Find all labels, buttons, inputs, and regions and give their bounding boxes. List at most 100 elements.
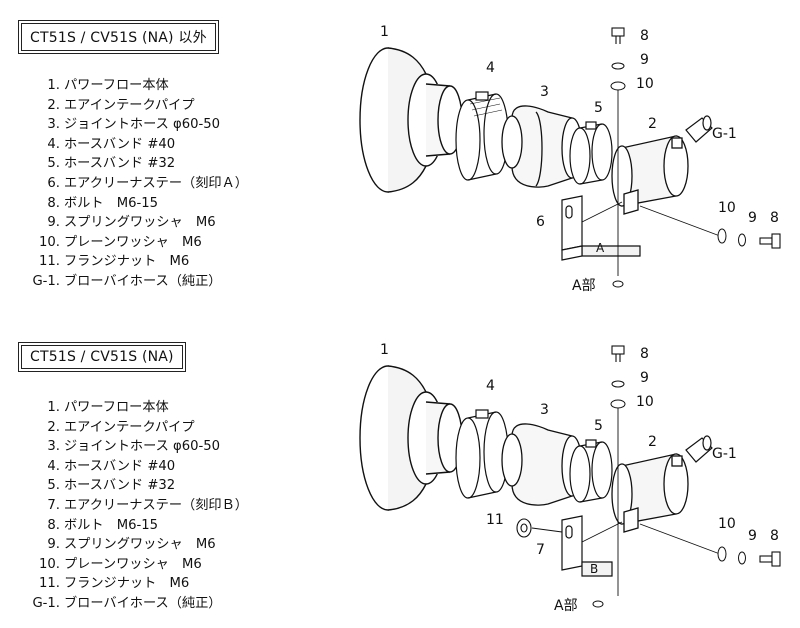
parts-list-item: 5.ホースバンド #32	[0, 476, 300, 496]
part-number: 4.	[47, 136, 60, 152]
callout-7: 7	[536, 542, 545, 558]
callout-8b: 8	[770, 210, 779, 226]
part-name: プレーンワッシャ M6	[64, 556, 202, 572]
air-intake-pipe	[611, 453, 689, 533]
part-number: 5.	[47, 478, 60, 494]
parts-list-item: 1. パワーフロー本体	[0, 76, 300, 96]
exploded-diagram: 1 4 3 5	[359, 342, 781, 614]
callout-9b: 9	[748, 528, 757, 544]
spring-washer-upper	[611, 380, 625, 388]
part-name: ブローバイホース（純正）	[64, 273, 222, 289]
a-part-label: A部	[554, 598, 578, 614]
part-number: 11.	[39, 254, 60, 270]
parts-list: 1.パワーフロー本体 2.エアインテークパイプ 3.ジョイントホース φ60-5…	[0, 398, 300, 614]
parts-list-item: G-1.ブローバイホース（純正）	[0, 272, 300, 292]
callout-5: 5	[594, 418, 603, 434]
parts-list-item: 2.エアインテークパイプ	[0, 96, 300, 116]
parts-list-item: 6.エアクリーナステー（刻印Ａ）	[0, 174, 300, 194]
parts-list-item: 4.ホースバンド #40	[0, 135, 300, 155]
part-number: 3.	[47, 117, 60, 133]
exploded-diagram: 1 4 3 5	[359, 24, 781, 294]
part-number: 9.	[47, 215, 60, 231]
parts-list-item: 9.スプリングワッシャ M6	[0, 535, 300, 555]
power-flow-body	[359, 47, 463, 193]
part-number: 2.	[47, 419, 60, 435]
part-number: 10.	[39, 234, 60, 250]
part-name: エアクリーナステー（刻印Ａ）	[64, 175, 248, 191]
hose-band-32	[569, 439, 613, 503]
part-number: G-1.	[32, 273, 60, 289]
nut-marker	[592, 600, 604, 608]
part-name: ブローバイホース（純正）	[64, 595, 222, 611]
plain-washer-side	[717, 228, 727, 244]
part-number: 8.	[47, 517, 60, 533]
callout-10b: 10	[718, 200, 736, 216]
blowby-hose	[685, 435, 713, 463]
model-title: CT51S / CV51S (NA) 以外	[21, 23, 216, 51]
part-name: ボルト M6-15	[64, 195, 159, 211]
callout-4: 4	[486, 60, 495, 76]
part-number: 11.	[39, 576, 60, 592]
callout-4: 4	[486, 378, 495, 394]
parts-list-item: 3.ジョイントホース φ60-50	[0, 437, 300, 457]
part-name: ホースバンド #40	[64, 136, 176, 152]
part-name: エアクリーナステー（刻印Ｂ）	[64, 497, 248, 513]
part-name: ボルト M6-15	[64, 517, 159, 533]
callout-10a: 10	[636, 394, 654, 410]
hose-band-40	[455, 409, 509, 499]
part-number: 1.	[47, 78, 60, 93]
bolt-upper	[611, 345, 625, 362]
part-name: ホースバンド #32	[64, 478, 176, 494]
callout-2: 2	[648, 116, 657, 132]
part-number: G-1.	[32, 595, 60, 611]
hose-band-32	[569, 121, 613, 185]
plain-washer-side	[717, 546, 727, 562]
parts-panel-top: CT51S / CV51S (NA) 以外 1. パワーフロー本体 2.エアインテ…	[0, 20, 781, 294]
parts-list-item: 11.フランジナット M6	[0, 252, 300, 272]
part-name: ホースバンド #32	[64, 156, 176, 172]
parts-list-item: 2.エアインテークパイプ	[0, 418, 300, 438]
part-name: フランジナット M6	[64, 254, 190, 270]
callout-11: 11	[486, 512, 504, 528]
parts-list-item: 10.プレーンワッシャ M6	[0, 233, 300, 253]
stamp-mark: A	[596, 241, 605, 255]
model-title-box: CT51S / CV51S (NA)	[18, 342, 186, 372]
part-number: 6.	[47, 175, 60, 191]
bolt-upper	[611, 27, 625, 44]
parts-list-item: 8.ボルト M6-15	[0, 516, 300, 536]
parts-panel-bottom: CT51S / CV51S (NA) 1.パワーフロー本体 2.エアインテークパ…	[0, 314, 800, 628]
guide-line-horizontal	[639, 523, 721, 555]
plain-washer-upper	[610, 399, 626, 409]
part-name: プレーンワッシャ M6	[64, 234, 202, 250]
parts-list: 1. パワーフロー本体 2.エアインテークパイプ 3.ジョイントホース φ60-5…	[0, 76, 300, 292]
callout-3: 3	[540, 84, 549, 100]
callout-3: 3	[540, 402, 549, 418]
parts-list-item: 8.ボルト M6-15	[0, 194, 300, 214]
callout-10b: 10	[718, 516, 736, 532]
model-title: CT51S / CV51S (NA)	[21, 345, 183, 369]
guide-line-horizontal	[639, 205, 721, 237]
callout-5: 5	[594, 100, 603, 116]
callout-10a: 10	[636, 76, 654, 92]
a-part-label: A部	[572, 278, 596, 294]
part-number: 2.	[47, 97, 60, 113]
callout-8a: 8	[640, 28, 649, 44]
callout-9a: 9	[640, 52, 649, 68]
nut-marker	[612, 280, 624, 288]
callout-9a: 9	[640, 370, 649, 386]
callout-2: 2	[648, 434, 657, 450]
spring-washer-side	[738, 551, 746, 565]
parts-list-item: G-1.ブローバイホース（純正）	[0, 594, 300, 614]
parts-list-item: 1.パワーフロー本体	[0, 398, 300, 418]
callout-1: 1	[380, 342, 389, 358]
hose-band-40	[455, 91, 509, 181]
flange-nut	[516, 518, 532, 538]
part-name: パワーフロー本体	[64, 78, 169, 93]
power-flow-body	[359, 365, 463, 511]
parts-list-item: 7.エアクリーナステー（刻印Ｂ）	[0, 496, 300, 516]
parts-list-item: 3.ジョイントホース φ60-50	[0, 115, 300, 135]
part-number: 4.	[47, 458, 60, 474]
bolt-side	[759, 233, 781, 249]
callout-8b: 8	[770, 528, 779, 544]
part-number: 10.	[39, 556, 60, 572]
